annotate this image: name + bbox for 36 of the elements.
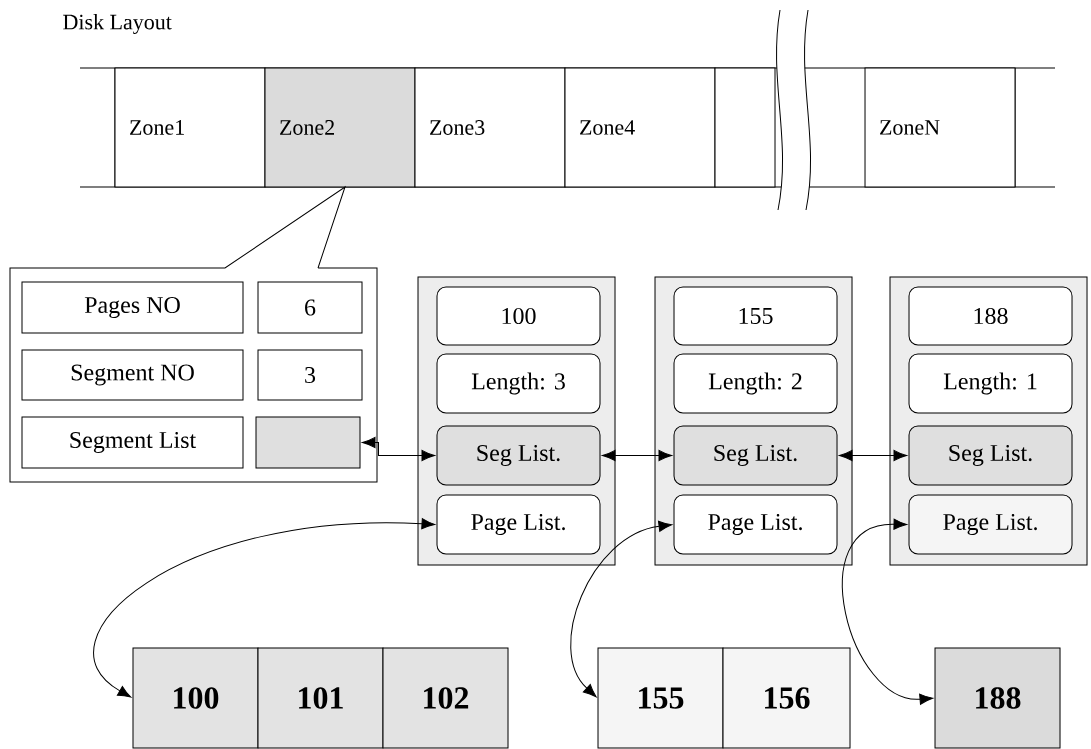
arrow — [93, 518, 436, 698]
rounded-field: Length: 3 — [436, 353, 601, 414]
page-block: 100 — [132, 647, 259, 749]
field-box: 6 — [257, 281, 363, 334]
arrow — [601, 449, 673, 462]
page-block: 101 — [257, 647, 384, 749]
rounded-field: Seg List. — [673, 425, 838, 486]
field-box: Segment List — [21, 416, 244, 469]
arrow — [570, 520, 673, 698]
page-block: 155 — [597, 647, 724, 749]
arrow — [842, 518, 934, 705]
zone-cell: ZoneN — [864, 67, 1016, 188]
field-box: 3 — [257, 349, 363, 401]
arrow — [838, 449, 908, 462]
zone-cell: Zone3 — [414, 67, 566, 188]
zone-cell: Zone1 — [114, 67, 266, 188]
rounded-field: Length: 1 — [908, 353, 1073, 414]
field-box: Pages NO — [21, 281, 244, 334]
zone-cell — [714, 67, 776, 188]
grid-box — [255, 416, 361, 469]
rounded-field: 155 — [673, 286, 838, 346]
rounded-field: Page List. — [908, 494, 1073, 555]
page-block: 102 — [382, 647, 509, 749]
rounded-field: 188 — [908, 286, 1073, 346]
rounded-field: Seg List. — [908, 425, 1073, 486]
rounded-field: Length: 2 — [673, 353, 838, 414]
rounded-field: Page List. — [436, 494, 601, 555]
zone-cell: Zone2 — [264, 67, 416, 188]
page-block: 188 — [934, 647, 1061, 749]
field-box: Segment NO — [21, 349, 244, 401]
rounded-field: 100 — [436, 286, 601, 346]
arrow — [361, 436, 436, 462]
page-block: 156 — [722, 647, 851, 749]
rounded-field: Page List. — [673, 494, 838, 555]
title: Disk Layout — [63, 14, 172, 34]
rounded-field: Seg List. — [436, 425, 601, 486]
